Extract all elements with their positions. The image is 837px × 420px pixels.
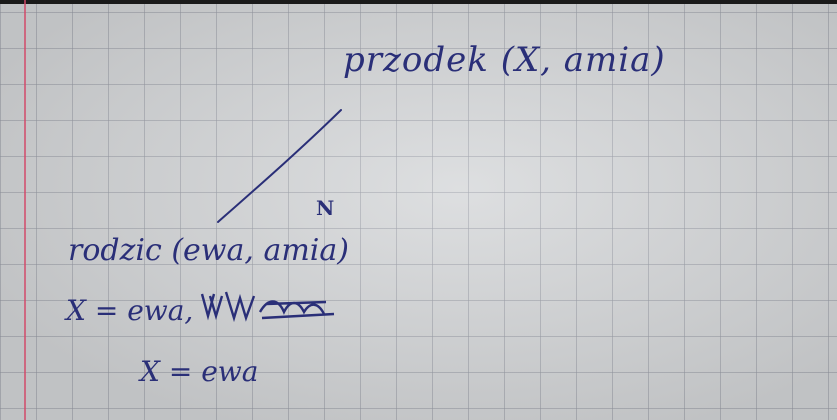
handwritten-binding-2: X = ewa (140, 355, 259, 388)
handwritten-goal: przodek (X, amia) (343, 40, 666, 80)
handwritten-fact: rodzic (ewa, amia) (68, 233, 349, 268)
handwritten-binding-1: X = ewa, (66, 294, 194, 327)
top-edge (0, 0, 837, 4)
crossed-out-scribble (200, 291, 335, 323)
margin-line (24, 0, 26, 420)
handwritten-mark: N (316, 196, 335, 220)
